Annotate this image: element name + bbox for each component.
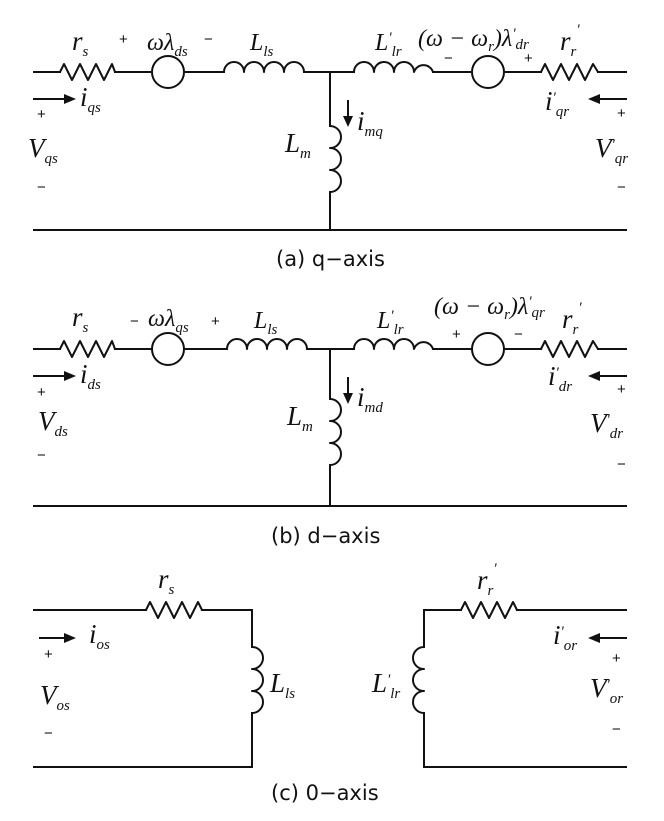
zero-rotor-leakage-inductor (412, 646, 425, 714)
d-rotor-voltage-source (471, 332, 505, 366)
zero-stator-leakage-inductor (251, 646, 264, 714)
d-im-label: imd (357, 382, 383, 416)
d-src1-minus: − (130, 313, 139, 330)
d-vr-plus: + (617, 381, 626, 398)
q-axis-caption: (a) q−axis (276, 247, 385, 271)
zero-lls-label: Lls (269, 668, 295, 702)
q-magnetizing-inductor (329, 125, 342, 193)
q-src2-label: (ω − ωr)λ'dr (418, 26, 529, 55)
q-stator-current-arrowhead (64, 94, 76, 104)
q-is-label: iqs (80, 82, 101, 116)
zero-vr-minus: − (612, 721, 621, 738)
q-axis-circuit: rs + ωλds − Lls L'lr (ω − ωr)λ'dr − + rr… (28, 22, 628, 271)
q-rotor-current-arrowhead (588, 94, 600, 104)
q-llr-label: L'lr (374, 30, 402, 60)
q-vs-plus: + (37, 106, 46, 123)
q-rr-label: rr' (560, 22, 580, 60)
q-vs-label: Vqs (28, 133, 58, 167)
zero-rotor-loop (423, 609, 627, 768)
q-lls-label: Lls (249, 30, 274, 60)
zero-stator-resistor (145, 601, 203, 619)
zero-axis-circuit: rs rr' + ios Vos − Lls L'lr i'or + V'or … (33, 561, 627, 805)
zero-vs-label: Vos (40, 680, 70, 714)
d-magnetizing-current-arrowhead (343, 393, 353, 404)
d-magnetizing-inductor (329, 398, 342, 466)
d-src1-label: ωλqs (148, 306, 189, 336)
zero-vr-plus: + (612, 650, 621, 667)
zero-vs-minus: − (44, 725, 53, 742)
d-ir-label: i'dr (548, 361, 572, 395)
d-rotor-leakage-inductor (353, 338, 434, 350)
zero-stator-current-arrowhead (64, 633, 76, 643)
q-src1-minus: − (204, 31, 213, 48)
zero-stator-loop (33, 609, 253, 768)
q-im-label: imq (357, 106, 383, 140)
q-magnetizing-current-arrowhead (343, 116, 353, 127)
q-vr-label: V'qr (595, 133, 628, 167)
d-rr-label: rr' (562, 300, 582, 338)
q-src2-plus: + (524, 50, 533, 67)
q-vr-plus: + (617, 105, 626, 122)
q-stator-voltage-source (151, 55, 185, 89)
q-rotor-voltage-source (471, 55, 505, 89)
d-stator-current-arrowhead (64, 371, 76, 381)
q-vs-minus: − (37, 179, 46, 196)
d-vs-label: Vds (38, 406, 68, 440)
d-lls-label: Lls (253, 308, 278, 338)
zero-axis-caption: (c) 0−axis (271, 781, 379, 805)
zero-rotor-current-arrowhead (588, 633, 600, 643)
zero-ir-label: i'or (553, 620, 577, 654)
q-src1-plus: + (119, 31, 128, 48)
zero-rs-label: rs (158, 564, 175, 598)
d-src1-plus: + (211, 313, 220, 330)
q-rotor-resistor (540, 63, 599, 81)
d-rotor-resistor (540, 340, 599, 358)
d-lm-label: Lm (286, 401, 313, 435)
q-vr-minus: − (617, 179, 626, 196)
d-stator-voltage-source (151, 332, 185, 366)
zero-vr-label: V'or (590, 673, 623, 707)
zero-rotor-resistor (460, 601, 518, 619)
d-vs-plus: + (37, 384, 46, 401)
d-axis-circuit: rs − ωλqs + Lls L'lr (ω − ωr)λ'qr + − rr… (33, 294, 627, 548)
d-vs-minus: − (37, 447, 46, 464)
zero-llr-label: L'lr (371, 668, 400, 702)
zero-rr-label: rr' (477, 561, 497, 599)
d-llr-label: L'lr (376, 308, 404, 338)
d-stator-leakage-inductor (226, 338, 308, 350)
q-src1-label: ωλds (147, 30, 188, 60)
d-vr-label: V'dr (590, 408, 623, 442)
q-src2-minus: − (444, 50, 453, 67)
d-axis-caption: (b) d−axis (271, 524, 380, 548)
zero-vs-plus: + (44, 646, 53, 663)
q-stator-leakage-inductor (223, 61, 305, 73)
q-lm-label: Lm (284, 128, 311, 162)
d-rotor-current-arrowhead (588, 371, 600, 381)
d-src2-minus: − (514, 326, 523, 343)
q-ir-label: i'qr (545, 86, 569, 120)
d-src2-plus: + (452, 326, 461, 343)
d-stator-resistor (59, 340, 116, 358)
d-vr-minus: − (617, 456, 626, 473)
q-stator-resistor (59, 63, 116, 81)
q-rs-label: rs (72, 26, 89, 60)
zero-is-label: ios (89, 619, 110, 653)
q-rotor-leakage-inductor (353, 61, 434, 73)
d-rs-label: rs (72, 302, 89, 336)
d-src2-label: (ω − ωr)λ'qr (434, 294, 545, 323)
d-is-label: ids (80, 359, 101, 393)
